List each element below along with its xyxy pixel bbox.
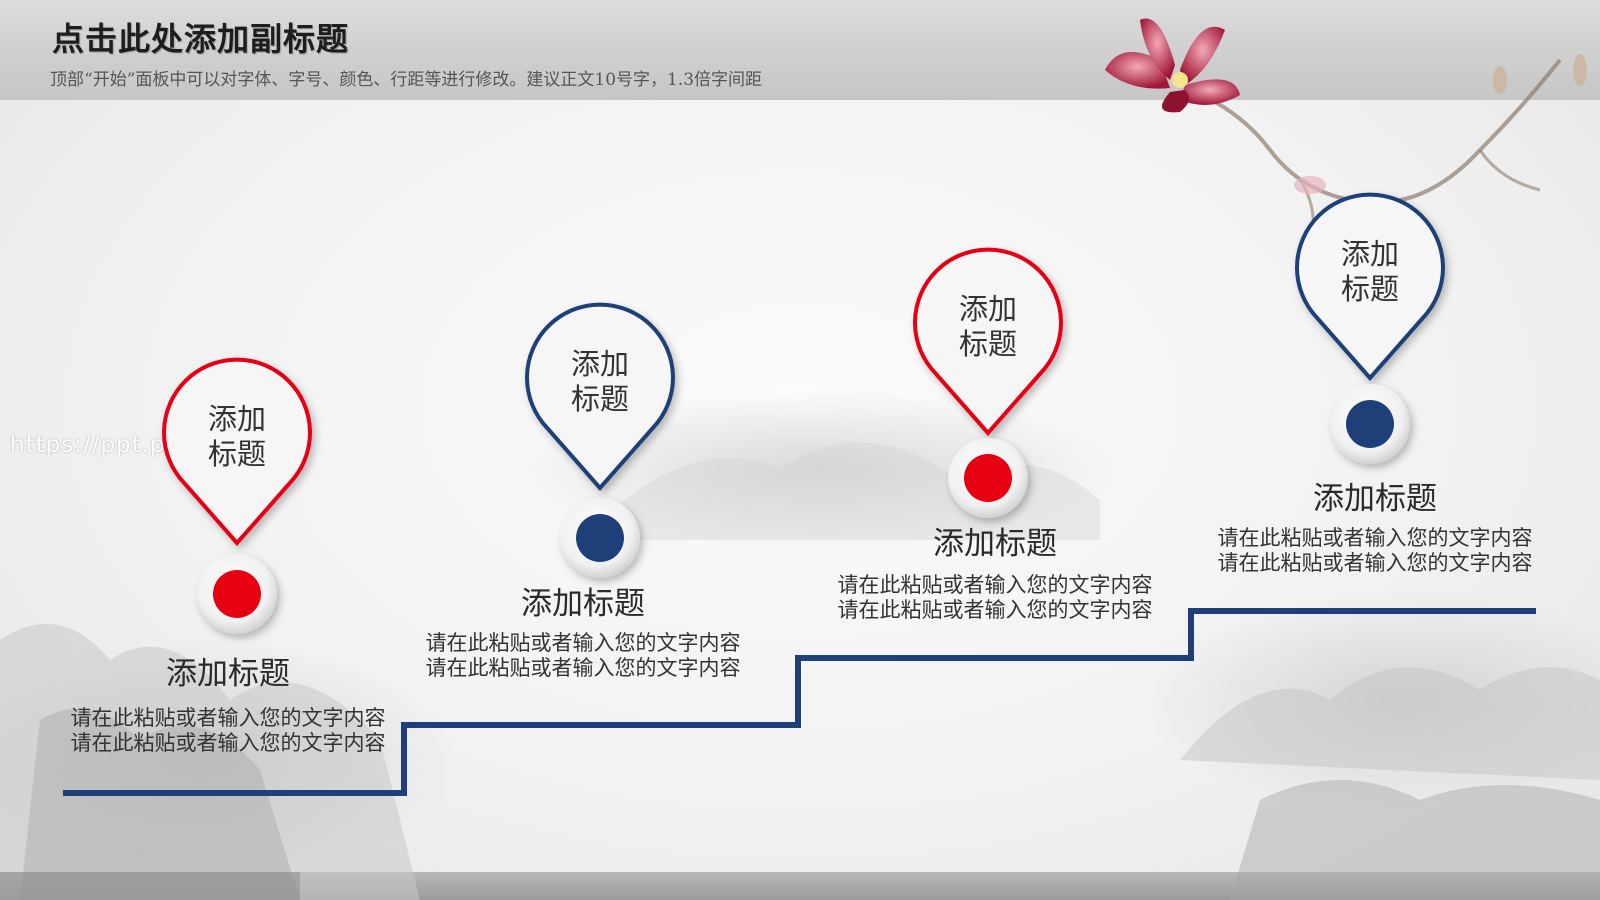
staircase-line	[63, 608, 1536, 796]
step-2-marker-dot	[576, 514, 624, 562]
step-2-description: 请在此粘贴或者输入您的文字内容请在此粘贴或者输入您的文字内容	[425, 631, 741, 680]
step-3-title: 添加标题	[933, 526, 1057, 562]
step-3-description: 请在此粘贴或者输入您的文字内容请在此粘贴或者输入您的文字内容	[837, 573, 1153, 622]
step-2-title: 添加标题	[521, 586, 645, 622]
mountain-left-art	[0, 624, 460, 900]
step-1-title: 添加标题	[166, 656, 290, 692]
step-1-description: 请在此粘贴或者输入您的文字内容请在此粘贴或者输入您的文字内容	[70, 706, 386, 755]
step-4-marker-dot	[1346, 400, 1394, 448]
step-4-graphic	[1295, 192, 1445, 464]
step-3-marker-dot	[964, 454, 1012, 502]
step-3-pin-label: 添加 标题	[958, 292, 1017, 361]
step-1-graphic	[162, 357, 312, 634]
step-2-pin-label: 添加 标题	[570, 347, 629, 416]
step-2-pin	[525, 302, 675, 492]
step-1-marker-dot	[213, 570, 261, 618]
pins-layer	[162, 192, 1445, 634]
step-3-pin	[913, 247, 1063, 437]
magnolia-flower-art	[1105, 18, 1240, 113]
header-band	[0, 0, 1600, 100]
slide-subtitle: 顶部“开始”面板中可以对字体、字号、颜色、行距等进行修改。建议正文10号字，1.…	[50, 70, 763, 90]
step-1-pin-label: 添加 标题	[207, 402, 266, 471]
step-1-pin	[162, 357, 312, 547]
magnolia-branch-art	[1189, 54, 1587, 251]
step-3-graphic	[913, 247, 1063, 518]
step-2-graphic	[525, 302, 675, 578]
step-4-title: 添加标题	[1313, 481, 1437, 517]
slide-title: 点击此处添加副标题	[52, 20, 350, 58]
step-4-pin-label: 添加 标题	[1340, 237, 1399, 306]
step-4-description: 请在此粘贴或者输入您的文字内容请在此粘贴或者输入您的文字内容	[1217, 526, 1533, 575]
mountain-right-art	[1140, 590, 1600, 900]
step-4-pin	[1295, 192, 1445, 382]
